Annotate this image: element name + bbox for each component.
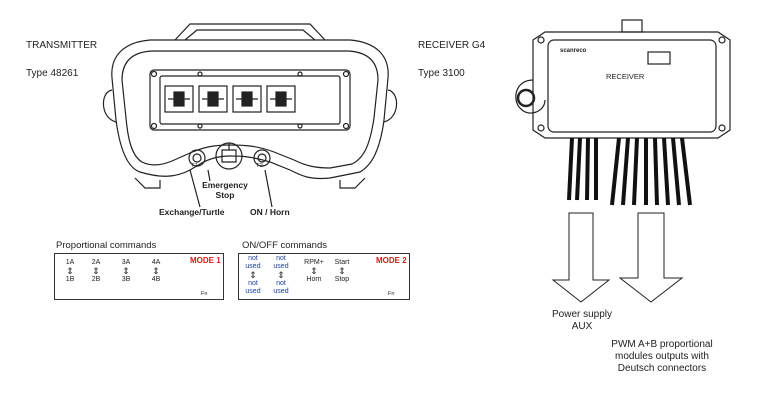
receiver-title: RECEIVER G4 xyxy=(418,40,486,51)
command-not-used-2: not used ⇕ not used xyxy=(268,255,294,296)
transmitter-title: TRANSMITTER xyxy=(26,40,98,51)
up-down-arrow-icon: ⇕ xyxy=(66,266,74,276)
power-supply-arrow xyxy=(551,212,611,303)
receiver-brand: scanreco xyxy=(560,48,587,54)
up-down-arrow-icon: ⇕ xyxy=(338,266,346,276)
mode-2-label: MODE 2 xyxy=(376,256,407,265)
pwm-arrow xyxy=(618,212,684,303)
command-rpm-horn: RPM+ ⇕ Horn xyxy=(301,259,327,284)
transmitter-drawing xyxy=(102,23,398,208)
command-1: 1A ⇕ 1B xyxy=(57,259,83,284)
receiver-type: Type 3100 xyxy=(418,68,465,79)
pwm-label: PWM A+B proportional modules outputs wit… xyxy=(611,339,713,374)
onoff-commands-box: not used ⇕ not used not used ⇕ not used … xyxy=(238,253,410,300)
fn-label: Fn xyxy=(201,291,208,297)
proportional-commands-box: 1A ⇕ 1B 2A ⇕ 2B 3A ⇕ 3B 4A ⇕ 4B MODE 1 F… xyxy=(54,253,224,300)
power-supply-label: Power supply AUX xyxy=(551,309,613,332)
command-3: 3A ⇕ 3B xyxy=(113,259,139,284)
f1-key-label: F1 xyxy=(192,163,198,169)
receiver-device-label: RECEIVER xyxy=(606,72,645,81)
up-down-arrow-icon: ⇕ xyxy=(122,266,130,276)
command-not-used-1: not used ⇕ not used xyxy=(240,255,266,296)
receiver-drawing xyxy=(515,19,731,303)
onoff-commands-title: ON/OFF commands xyxy=(242,240,327,251)
command-4: 4A ⇕ 4B xyxy=(143,259,169,284)
exchange-turtle-label: Exchange/Turtle xyxy=(159,207,225,217)
up-down-arrow-icon: ⇕ xyxy=(152,266,160,276)
fn-label: Fn xyxy=(388,291,395,297)
on-horn-label: ON / Horn xyxy=(250,207,290,217)
command-start-stop: Start ⇕ Stop xyxy=(329,259,355,284)
emergency-stop-label: Emergency Stop xyxy=(202,180,248,200)
up-down-arrow-icon: ⇕ xyxy=(92,266,100,276)
up-down-arrow-icon: ⇕ xyxy=(310,266,318,276)
proportional-commands-title: Proportional commands xyxy=(56,240,157,251)
f2-key-label: F2 xyxy=(257,163,263,169)
receiver-cables xyxy=(567,137,692,206)
command-2: 2A ⇕ 2B xyxy=(83,259,109,284)
up-down-arrow-icon: ⇕ xyxy=(249,270,257,280)
up-down-arrow-icon: ⇕ xyxy=(277,270,285,280)
transmitter-type: Type 48261 xyxy=(26,68,79,79)
mode-1-label: MODE 1 xyxy=(190,256,221,265)
